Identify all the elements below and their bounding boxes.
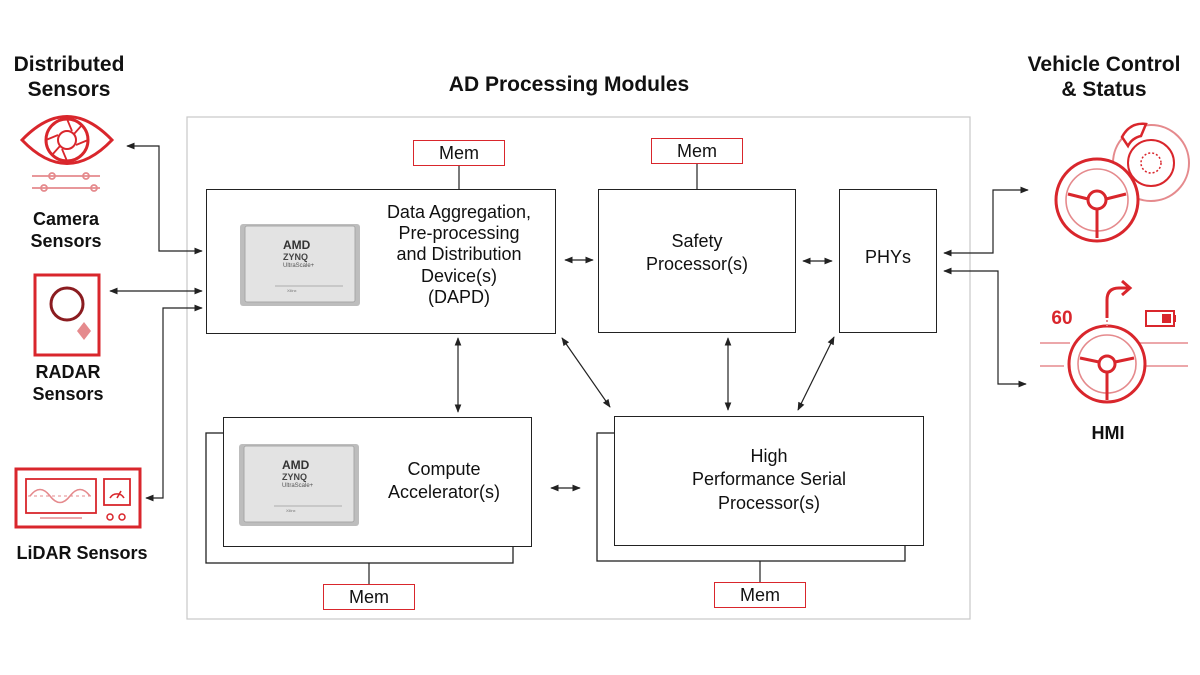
zynq-chip-image	[239, 444, 359, 526]
hpsp-label: High Performance Serial Processor(s)	[691, 446, 847, 513]
ad-processing-heading: AD Processing Modules	[448, 73, 690, 96]
dapd-label: Data Aggregation, Pre-processing and Dis…	[386, 202, 532, 307]
distributed-sensors-heading: Distributed Sensors	[13, 53, 125, 102]
hmi-dashboard-icon	[1040, 279, 1188, 404]
safety-mem-box: Mem	[651, 138, 743, 164]
camera-sensors-label: Camera Sensors	[30, 209, 102, 251]
chip-fineprint: Xilinx	[286, 508, 296, 513]
compute-accelerator-block: AMD ZYNQ UltraScale+ Xilinx Compute Acce…	[223, 417, 532, 547]
chip-brand: AMD	[283, 238, 311, 252]
radar-sensors-label: RADAR Sensors	[32, 362, 104, 404]
chip-family: ZYNQ	[282, 472, 308, 482]
lidar-dapd-link	[145, 304, 203, 502]
camera-sensor-icon	[19, 115, 115, 192]
lidar-sensors-label: LiDAR Sensors	[16, 543, 148, 563]
radar-sensor-icon	[33, 273, 101, 357]
chip-series: UltraScale+	[282, 483, 314, 489]
hpsp-mem-box: Mem	[714, 582, 806, 608]
phys-vehicle-link	[943, 186, 1029, 257]
vehicle-control-heading: Vehicle Control & Status	[1027, 53, 1181, 102]
dapd-block: AMD ZYNQ UltraScale+ Xilinx Data Aggrega…	[206, 189, 556, 334]
compute-accelerator-label: Compute Accelerator(s)	[387, 459, 501, 503]
hmi-speed-readout: 60	[1051, 308, 1073, 329]
zynq-chip-image	[240, 224, 360, 306]
chip-family: ZYNQ	[283, 252, 309, 262]
chip-brand: AMD	[282, 458, 310, 472]
camera-dapd-link	[126, 142, 203, 255]
safety-processor-label: Safety Processor(s)	[645, 231, 748, 275]
dapd-mem-box: Mem	[413, 140, 505, 166]
safety-processor-block: Safety Processor(s)	[598, 189, 796, 333]
dapd-chip: AMD ZYNQ UltraScale+ Xilinx	[239, 222, 363, 313]
phys-block: PHYs	[839, 189, 937, 333]
dapd-hpsp-link	[561, 337, 611, 408]
steering-brake-icon	[1054, 122, 1190, 243]
chip-fineprint: Xilinx	[287, 288, 297, 293]
lidar-sensor-icon	[14, 467, 142, 529]
hmi-label: HMI	[1091, 423, 1125, 443]
chip-series: UltraScale+	[283, 263, 315, 269]
phys-label: PHYs	[864, 247, 911, 267]
phys-hpsp-link	[797, 336, 835, 411]
phys-hmi-link	[943, 267, 1027, 388]
compute-mem-box: Mem	[323, 584, 415, 610]
compute-chip: AMD ZYNQ UltraScale+ Xilinx	[238, 442, 362, 533]
hpsp-block: High Performance Serial Processor(s)	[614, 416, 924, 546]
